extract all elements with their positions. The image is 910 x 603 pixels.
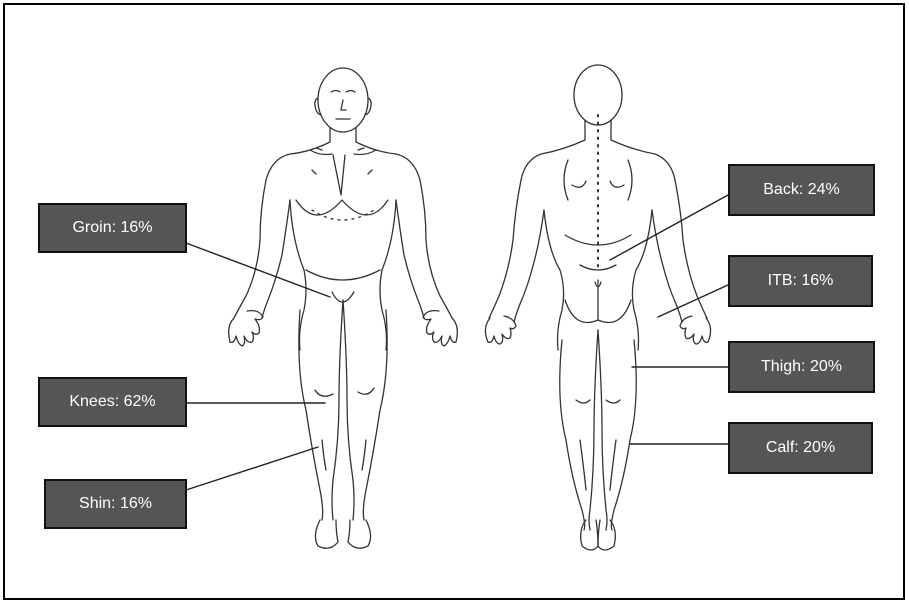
thigh-label: Thigh: 20% [728,341,875,393]
back-label: Back: 24% [728,164,875,216]
front-body-figure [228,67,458,549]
callout-lines [185,194,729,491]
back-body-figure [484,64,712,551]
itb-label: ITB: 16% [728,255,873,307]
shin-callout-line [185,446,319,491]
itb-callout-line [657,284,729,318]
knees-label: Knees: 62% [38,377,187,427]
shin-label: Shin: 16% [44,479,187,529]
calf-label: Calf: 20% [728,422,873,474]
back-callout-line [609,194,729,261]
groin-callout-line [185,242,331,298]
groin-label: Groin: 16% [38,203,187,253]
